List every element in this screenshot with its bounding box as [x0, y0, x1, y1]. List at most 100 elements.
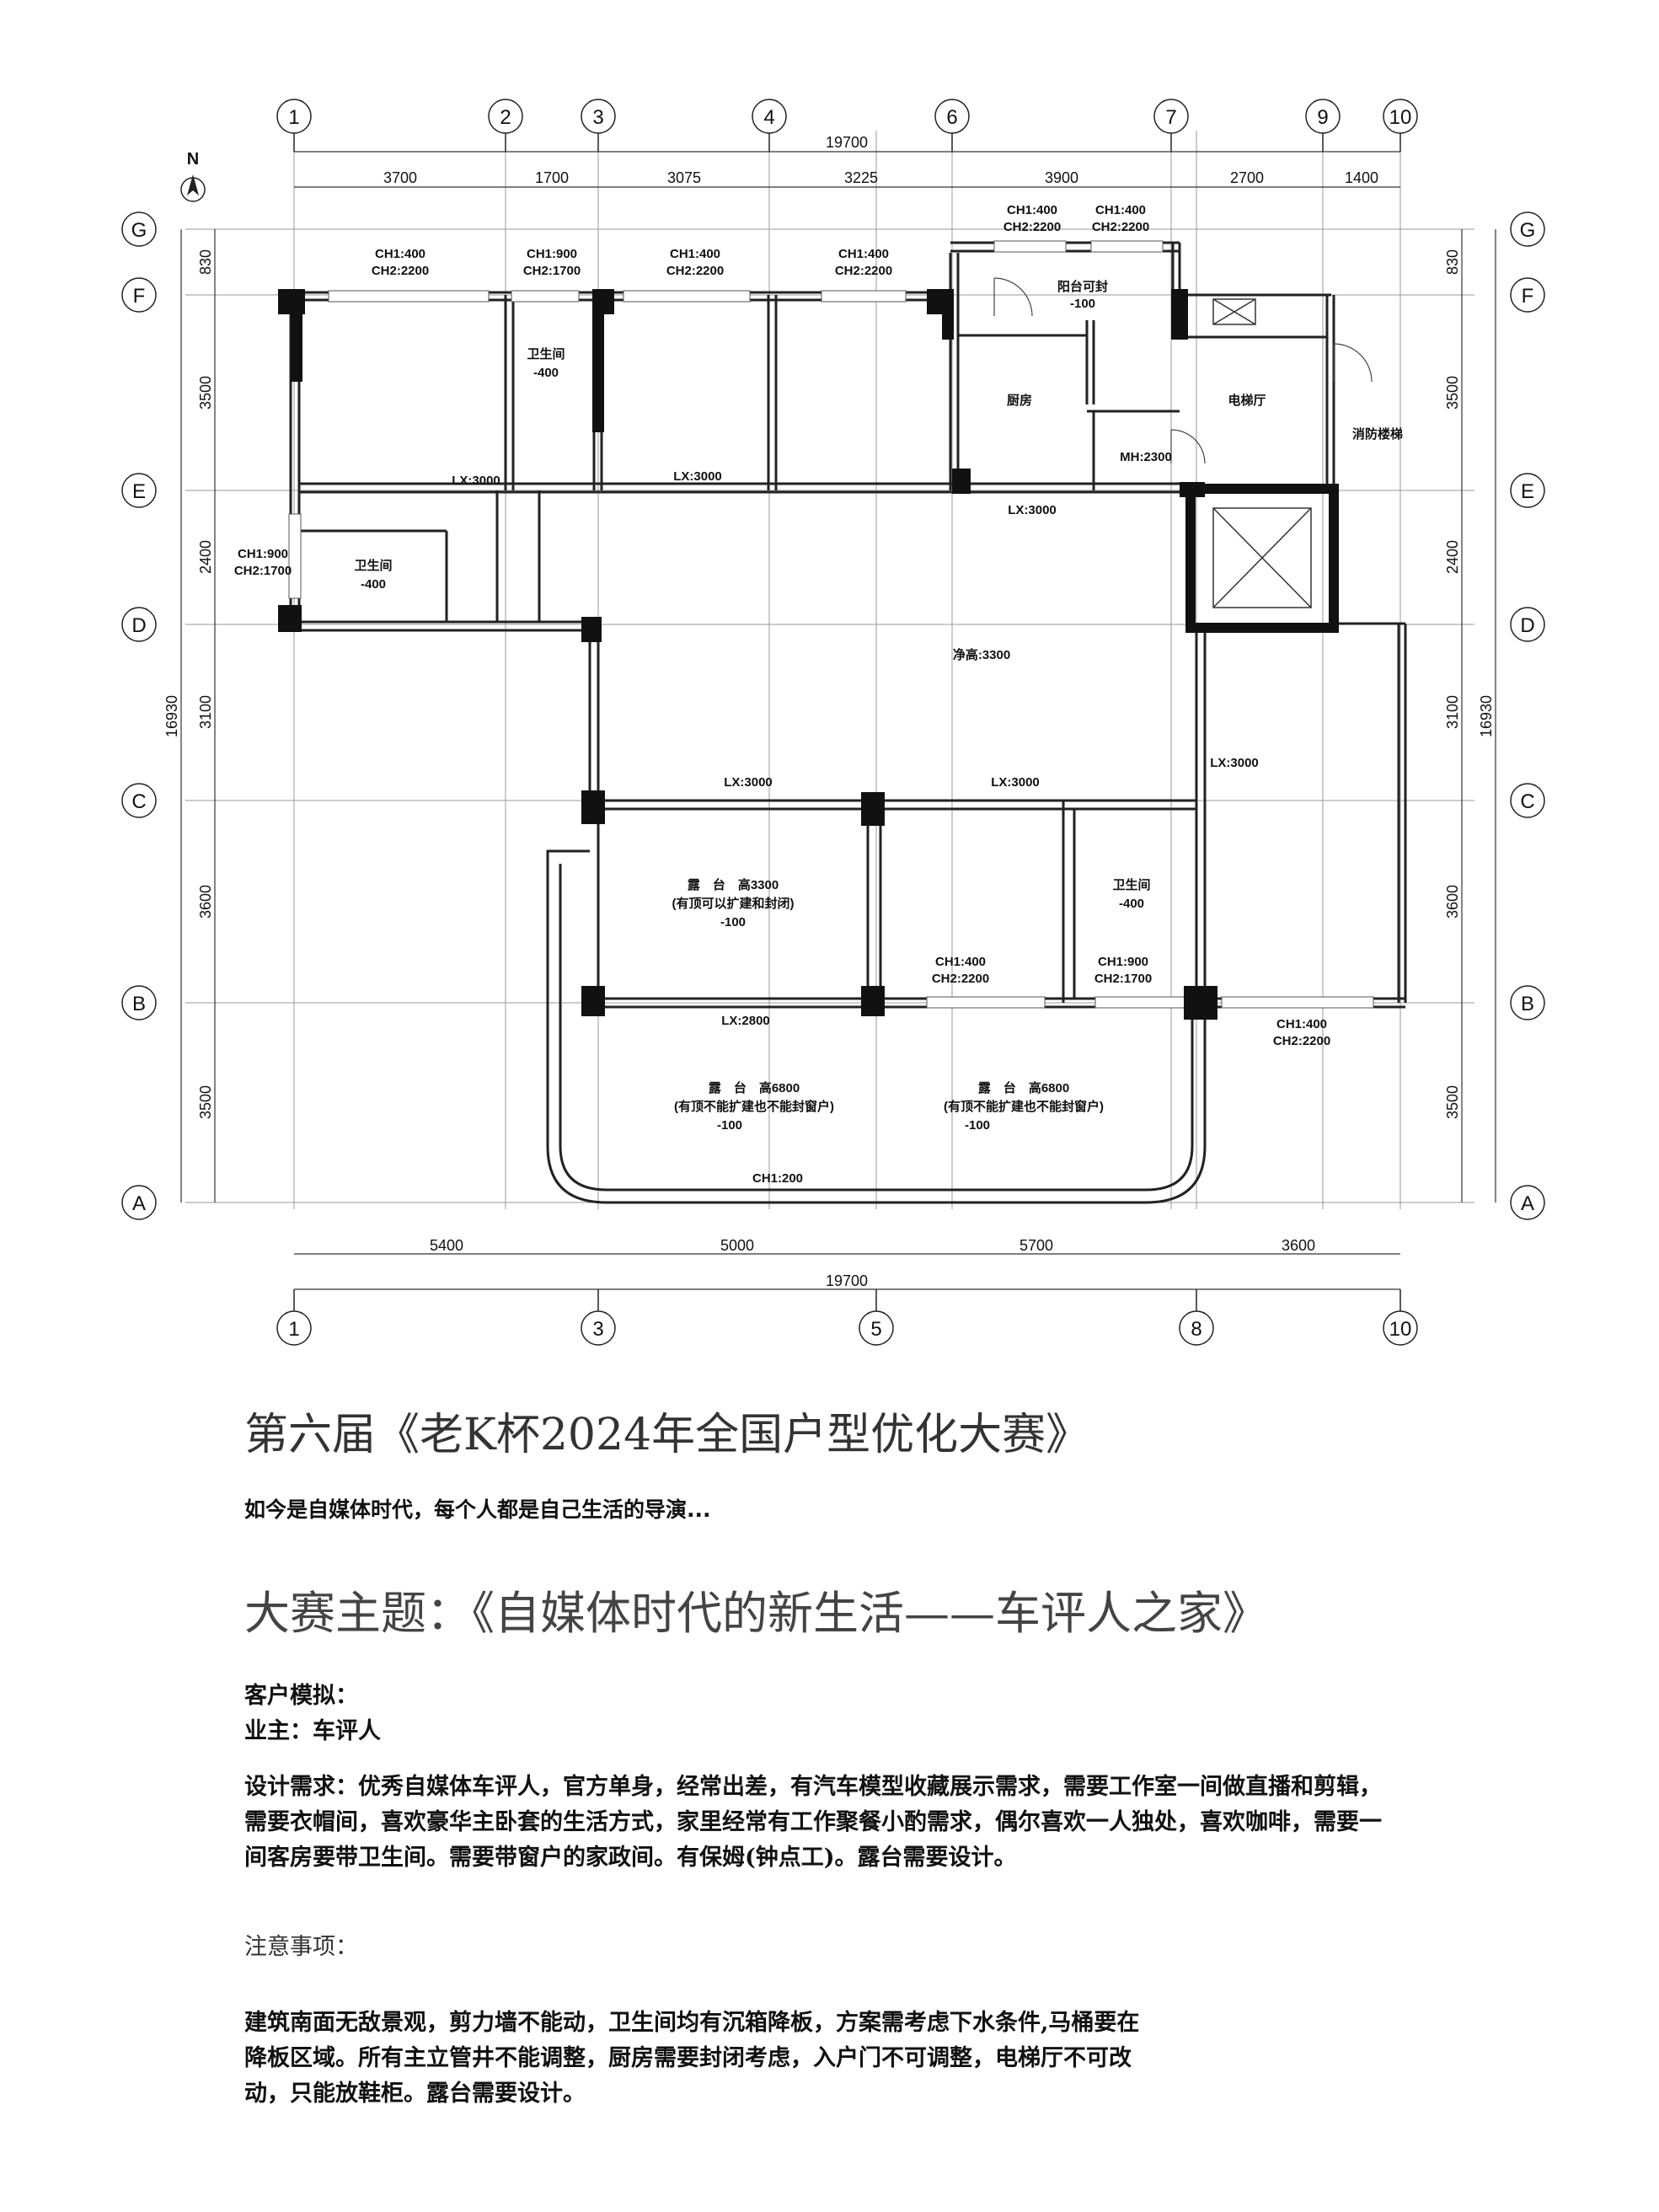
svg-text:3225: 3225: [844, 169, 878, 186]
svg-text:9: 9: [1317, 106, 1328, 129]
svg-text:D: D: [131, 614, 146, 637]
svg-text:CH1:900: CH1:900: [527, 247, 577, 261]
svg-text:CH1:400: CH1:400: [1276, 1017, 1327, 1031]
svg-text:CH1:900: CH1:900: [1098, 955, 1148, 969]
svg-text:5: 5: [870, 1318, 881, 1341]
svg-text:LX:3000: LX:3000: [991, 775, 1040, 790]
svg-text:CH2:2200: CH2:2200: [372, 264, 429, 278]
svg-text:2400: 2400: [1444, 540, 1461, 574]
svg-text:3500: 3500: [197, 1085, 214, 1119]
svg-text:1: 1: [288, 106, 299, 129]
svg-text:8: 8: [1191, 1318, 1201, 1341]
floor-plan: 1 2 3 4 6 7 9 10 1 3 5 8 10 G G F F E: [121, 99, 1545, 1346]
contest-theme: 大赛主题：《自媒体时代的新生活——车评人之家》: [244, 1587, 1268, 1640]
svg-text:1400: 1400: [1345, 169, 1378, 186]
svg-text:6: 6: [946, 106, 957, 129]
svg-text:CH1:900: CH1:900: [238, 547, 288, 561]
svg-text:1700: 1700: [535, 169, 569, 186]
svg-text:C: C: [131, 790, 146, 813]
svg-text:3900: 3900: [1045, 169, 1078, 186]
svg-text:CH2:2200: CH2:2200: [1273, 1034, 1330, 1048]
client-heading: 客户模拟：: [244, 1683, 358, 1709]
svg-text:-400: -400: [1119, 897, 1144, 911]
svg-text:1: 1: [288, 1318, 299, 1341]
svg-text:露 台 高6800: 露 台 高6800: [978, 1080, 1069, 1095]
notes-body: 建筑南面无敌景观，剪力墙不能动，卫生间均有沉箱降板，方案需考虑下水条件,马桶要在…: [244, 2010, 1140, 2107]
svg-text:露 台 高6800: 露 台 高6800: [709, 1080, 800, 1095]
svg-text:3700: 3700: [383, 169, 417, 186]
svg-text:C: C: [1520, 790, 1534, 813]
svg-text:3600: 3600: [197, 885, 214, 919]
windows: [288, 240, 1374, 1009]
svg-text:E: E: [132, 480, 146, 503]
walls: [281, 241, 1407, 1204]
svg-text:CH1:400: CH1:400: [670, 247, 720, 261]
door-swings: [993, 277, 1373, 464]
svg-text:3100: 3100: [1444, 695, 1461, 729]
svg-text:(有顶可以扩建和封闭): (有顶可以扩建和封闭): [672, 896, 795, 911]
svg-text:CH1:200: CH1:200: [752, 1171, 803, 1186]
axis-bubbles-bottom: [276, 1289, 1418, 1346]
svg-text:19700: 19700: [826, 1272, 868, 1289]
axis-labels-bottom: 1 3 5 8 10: [288, 1318, 1411, 1341]
side-dimension-texts: 830 3500 2400 3100 3600 3500 16930 830 3…: [163, 249, 1495, 1119]
svg-text:LX:3000: LX:3000: [724, 775, 773, 790]
dimension-texts: 19700 3700 1700 3075 3225 3900 2700 1400…: [383, 134, 1378, 1289]
svg-text:B: B: [132, 993, 146, 1015]
svg-text:A: A: [132, 1192, 146, 1215]
svg-text:10: 10: [1389, 1318, 1412, 1341]
svg-text:10: 10: [1389, 106, 1412, 129]
svg-text:LX:3000: LX:3000: [1210, 756, 1259, 770]
svg-text:CH2:2200: CH2:2200: [835, 264, 892, 278]
svg-text:830: 830: [1444, 249, 1461, 275]
axis-labels-side: G G F F E E D D C C B B A A: [131, 219, 1536, 1215]
svg-text:卫生间: 卫生间: [1112, 877, 1150, 892]
svg-text:3: 3: [592, 106, 603, 129]
svg-text:阳台可封: 阳台可封: [1057, 279, 1108, 294]
svg-text:露 台 高3300: 露 台 高3300: [688, 877, 779, 892]
svg-text:(有顶不能扩建也不能封窗户): (有顶不能扩建也不能封窗户): [674, 1099, 834, 1114]
svg-text:MH:2300: MH:2300: [1120, 450, 1172, 464]
notes-heading: 注意事项：: [244, 1934, 358, 1960]
svg-text:CH1:400: CH1:400: [1095, 203, 1146, 217]
svg-text:G: G: [1520, 219, 1536, 242]
axis-bubbles-side: [121, 212, 1545, 1220]
svg-text:2: 2: [500, 106, 511, 129]
svg-text:7: 7: [1165, 106, 1176, 129]
svg-text:3: 3: [592, 1318, 603, 1341]
north-arrow-icon: N: [180, 150, 206, 202]
svg-text:-100: -100: [717, 1118, 742, 1133]
svg-text:16930: 16930: [163, 695, 180, 737]
svg-text:D: D: [1520, 614, 1534, 637]
svg-text:3600: 3600: [1444, 885, 1461, 919]
svg-text:厨房: 厨房: [1007, 393, 1032, 408]
svg-text:2700: 2700: [1230, 169, 1264, 186]
svg-text:消防楼梯: 消防楼梯: [1352, 426, 1403, 442]
svg-text:CH2:1700: CH2:1700: [523, 264, 581, 278]
svg-text:LX:3000: LX:3000: [673, 469, 722, 484]
svg-text:CH2:1700: CH2:1700: [234, 564, 292, 578]
svg-text:-100: -100: [965, 1118, 990, 1133]
svg-text:5000: 5000: [720, 1237, 754, 1254]
svg-text:净高:3300: 净高:3300: [953, 647, 1010, 662]
svg-text:CH1:400: CH1:400: [1007, 203, 1057, 217]
svg-text:-400: -400: [533, 366, 559, 380]
svg-text:-100: -100: [1070, 297, 1095, 311]
axis-labels-top: 1 2 3 4 6 7 9 10: [288, 106, 1411, 129]
svg-text:5400: 5400: [430, 1237, 463, 1254]
svg-text:CH2:1700: CH2:1700: [1094, 972, 1152, 986]
svg-text:LX:2800: LX:2800: [721, 1014, 770, 1028]
svg-text:CH1:400: CH1:400: [935, 955, 986, 969]
svg-text:LX:3000: LX:3000: [1008, 503, 1057, 517]
svg-text:LX:3000: LX:3000: [452, 474, 500, 488]
svg-text:2400: 2400: [197, 540, 214, 574]
svg-text:CH2:2200: CH2:2200: [1092, 220, 1149, 234]
svg-text:3500: 3500: [197, 376, 214, 410]
svg-text:16930: 16930: [1478, 695, 1495, 737]
svg-text:CH2:2200: CH2:2200: [1003, 220, 1061, 234]
svg-text:5700: 5700: [1019, 1237, 1053, 1254]
svg-text:3075: 3075: [667, 169, 701, 186]
svg-text:3600: 3600: [1282, 1237, 1315, 1254]
tagline: 如今是自媒体时代，每个人都是自己生活的导演...: [244, 1497, 711, 1522]
svg-text:G: G: [131, 219, 147, 242]
